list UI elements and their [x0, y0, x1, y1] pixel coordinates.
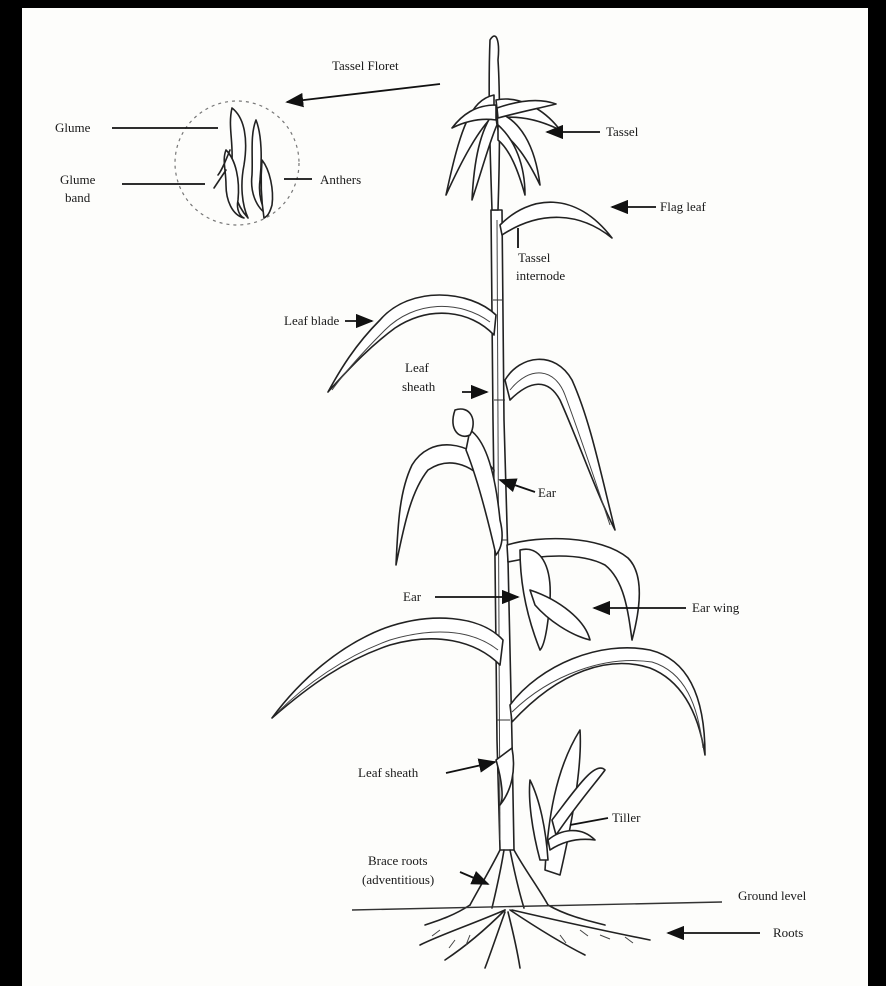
ears [453, 409, 590, 650]
label-leaf-sheath-upper: Leaf [405, 360, 429, 375]
label-brace-roots-2: (adventitious) [362, 872, 434, 887]
label-tiller: Tiller [612, 810, 641, 825]
tiller [529, 730, 605, 875]
ground-line [352, 902, 722, 910]
label-roots: Roots [773, 925, 803, 940]
label-tassel-floret: Tassel Floret [332, 58, 399, 73]
label-tassel-internode: Tassel [518, 250, 551, 265]
label-ear-upper: Ear [538, 485, 557, 500]
tassel [446, 36, 560, 210]
label-leaf-sheath-upper-2: sheath [402, 379, 436, 394]
label-tassel-internode-2: internode [516, 268, 565, 283]
labels: Tassel Floret Glume Glume band Anthers T… [55, 58, 807, 940]
tassel-floret-inset [175, 101, 299, 225]
label-glume-band-2: band [65, 190, 91, 205]
label-ear-wing: Ear wing [692, 600, 740, 615]
label-leaf-blade: Leaf blade [284, 313, 339, 328]
label-brace-roots: Brace roots [368, 853, 428, 868]
label-tassel: Tassel [606, 124, 639, 139]
label-glume-band: Glume [60, 172, 96, 187]
label-flag-leaf: Flag leaf [660, 199, 707, 214]
label-anthers: Anthers [320, 172, 361, 187]
label-glume: Glume [55, 120, 91, 135]
label-leaf-sheath-lower: Leaf sheath [358, 765, 419, 780]
label-ground-level: Ground level [738, 888, 807, 903]
label-ear-lower: Ear [403, 589, 422, 604]
roots [420, 850, 650, 968]
